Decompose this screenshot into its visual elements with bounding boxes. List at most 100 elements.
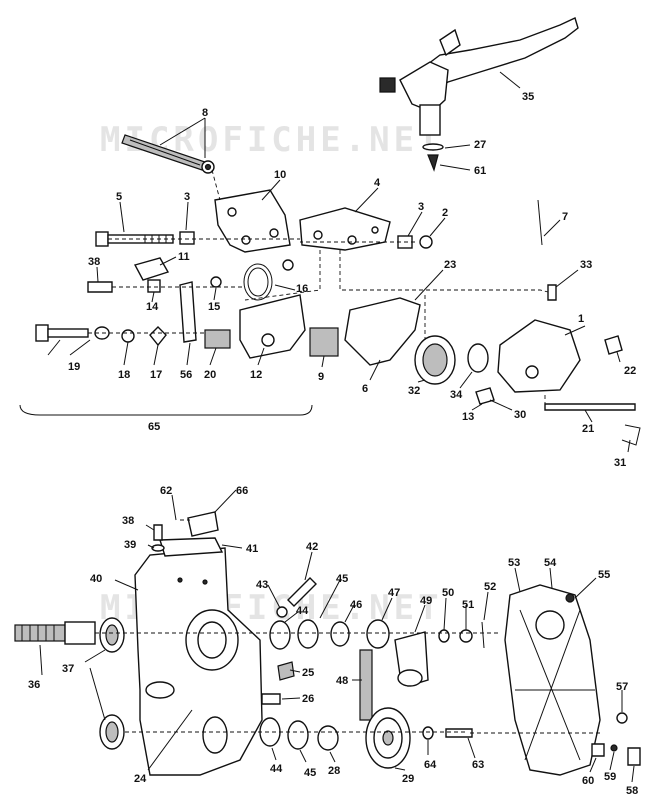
tensioner-bolt-part bbox=[287, 577, 317, 607]
brake-shoe-part bbox=[344, 297, 421, 366]
callout-3b: 3 bbox=[418, 201, 424, 213]
washer-64-part bbox=[422, 726, 434, 740]
link-part bbox=[133, 257, 170, 281]
washer-59-part bbox=[610, 744, 618, 752]
small-sprocket-part bbox=[366, 619, 390, 649]
callout-39: 39 bbox=[124, 539, 136, 551]
callout-17: 17 bbox=[150, 369, 162, 381]
spacer-50-part bbox=[438, 629, 450, 643]
callout-42: 42 bbox=[306, 541, 318, 553]
callout-48: 48 bbox=[336, 675, 348, 687]
callout-29: 29 bbox=[402, 773, 414, 785]
callout-5: 5 bbox=[116, 191, 122, 203]
callout-8: 8 bbox=[202, 107, 208, 119]
nut-right-part bbox=[419, 235, 433, 249]
callout-54: 54 bbox=[544, 557, 557, 569]
screw-58-part bbox=[627, 747, 641, 766]
callout-46: 46 bbox=[350, 599, 362, 611]
adjuster-sleeve-part bbox=[204, 329, 231, 349]
mount-bracket-part bbox=[187, 511, 219, 537]
lever-pin-parts bbox=[422, 143, 444, 172]
callout-62: 62 bbox=[160, 485, 172, 497]
callout-25: 25 bbox=[302, 667, 314, 679]
callout-7: 7 bbox=[562, 211, 568, 223]
ring-45-upper-part bbox=[297, 619, 319, 649]
bearing-44-upper-part bbox=[269, 620, 291, 650]
clip-part bbox=[621, 424, 641, 446]
plug-part bbox=[604, 335, 623, 355]
callout-51: 51 bbox=[462, 599, 474, 611]
long-bolt-part bbox=[95, 231, 174, 247]
ring-45-lower-part bbox=[287, 720, 309, 750]
brake-lever-part bbox=[379, 17, 579, 136]
callout-59: 59 bbox=[604, 771, 616, 783]
caliper-plate-part bbox=[239, 294, 306, 359]
callout-43: 43 bbox=[256, 579, 268, 591]
bushing-28-part bbox=[317, 725, 339, 751]
callout-33: 33 bbox=[580, 259, 592, 271]
axle-pin-part bbox=[544, 403, 636, 411]
callout-11: 11 bbox=[178, 251, 190, 263]
cover-plate-part bbox=[159, 537, 224, 557]
washer-lower-part bbox=[151, 544, 165, 552]
bearing-44-lower-part bbox=[259, 717, 281, 747]
callout-56: 56 bbox=[180, 369, 192, 381]
bushing-46-part bbox=[330, 621, 350, 647]
spacer-part bbox=[147, 279, 161, 293]
callout-40: 40 bbox=[90, 573, 102, 585]
small-bolt-part bbox=[87, 281, 113, 293]
tensioner-nut-part bbox=[276, 606, 288, 618]
callout-53: 53 bbox=[508, 557, 520, 569]
rod-part bbox=[537, 199, 543, 246]
top-bracket-part bbox=[299, 207, 391, 251]
nut-part bbox=[121, 329, 135, 343]
callout-18: 18 bbox=[118, 369, 130, 381]
callout-6: 6 bbox=[362, 383, 368, 395]
callout-38a: 38 bbox=[88, 256, 100, 268]
callout-45b: 45 bbox=[304, 767, 316, 779]
callout-2: 2 bbox=[442, 207, 448, 219]
cable-adjuster-part bbox=[121, 134, 215, 174]
callout-32: 32 bbox=[408, 385, 420, 397]
callout-37: 37 bbox=[62, 663, 74, 675]
callout-58: 58 bbox=[626, 785, 638, 797]
screw-part bbox=[153, 524, 163, 541]
bolt-63-part bbox=[445, 728, 473, 738]
callout-21: 21 bbox=[582, 423, 594, 435]
callout-49: 49 bbox=[420, 595, 432, 607]
callout-36: 36 bbox=[28, 679, 40, 691]
callout-12: 12 bbox=[250, 369, 262, 381]
chain-case-cover-part bbox=[504, 584, 601, 776]
fitting-part bbox=[547, 284, 557, 301]
large-sprocket-part bbox=[365, 707, 411, 769]
washer-part bbox=[210, 276, 222, 288]
callout-9: 9 bbox=[318, 371, 324, 383]
assembly-brace bbox=[19, 404, 313, 416]
callout-65: 65 bbox=[148, 421, 160, 433]
callout-57: 57 bbox=[616, 681, 628, 693]
callout-41: 41 bbox=[246, 543, 258, 555]
elbow-fitting-part bbox=[475, 387, 495, 405]
drive-shaft-part bbox=[14, 621, 96, 645]
callout-61: 61 bbox=[474, 165, 486, 177]
spring-part bbox=[243, 259, 294, 301]
drive-chain-part bbox=[359, 649, 373, 721]
callout-55: 55 bbox=[598, 569, 610, 581]
callout-64: 64 bbox=[424, 759, 437, 771]
callout-20: 20 bbox=[204, 369, 216, 381]
callout-66: 66 bbox=[236, 485, 248, 497]
callout-15: 15 bbox=[208, 301, 220, 313]
callout-4: 4 bbox=[374, 177, 381, 189]
brake-drum-part bbox=[414, 335, 456, 385]
callout-60: 60 bbox=[582, 775, 594, 787]
brake-pad-part bbox=[309, 327, 339, 357]
cap-57-part bbox=[616, 712, 628, 724]
chain-case-part bbox=[134, 547, 263, 776]
callout-30: 30 bbox=[514, 409, 526, 421]
callout-14: 14 bbox=[146, 301, 159, 313]
bushing-left-part bbox=[179, 231, 195, 245]
callout-24: 24 bbox=[134, 773, 147, 785]
adjust-bolt-part bbox=[277, 661, 295, 681]
